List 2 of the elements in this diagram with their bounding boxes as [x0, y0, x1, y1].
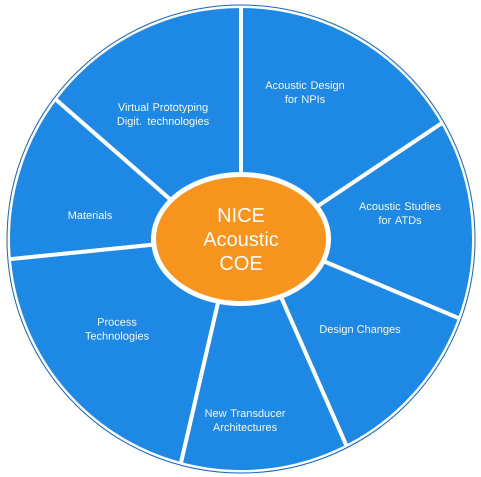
sector: Acoustic Studies for ATDs [315, 120, 476, 321]
sector: Virtual Prototyping Digit. technologies [52, 4, 243, 202]
